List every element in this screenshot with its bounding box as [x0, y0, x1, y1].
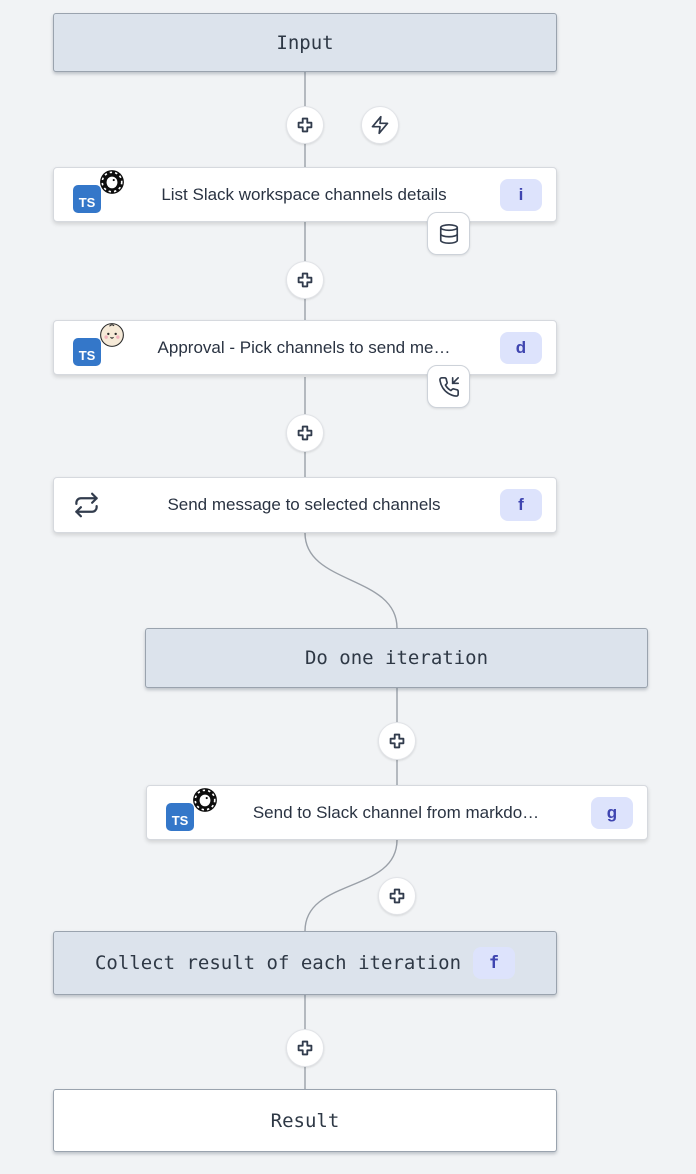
- edge-step3-to-loop: [304, 532, 398, 629]
- step-node-forloop[interactable]: Send message to selected channels f: [53, 477, 557, 533]
- typescript-icon: TS: [166, 803, 194, 831]
- typescript-icon: TS: [73, 338, 101, 366]
- database-icon: [439, 223, 458, 244]
- step-title: Send message to selected channels: [167, 495, 441, 514]
- step-node-list-channels[interactable]: TS List Slack workspace channels details…: [53, 167, 557, 222]
- add-trigger-button[interactable]: [361, 106, 399, 144]
- step-id-badge: f: [500, 489, 542, 521]
- zap-icon: [371, 115, 389, 135]
- cache-indicator: [427, 212, 470, 255]
- typescript-label: TS: [78, 195, 96, 210]
- language-icon-wrap: TS: [73, 170, 124, 213]
- deno-icon: [100, 170, 124, 194]
- loop-iteration-node[interactable]: Do one iteration: [145, 628, 648, 688]
- plus-icon: [389, 888, 405, 904]
- loop-collect-label: Collect result of each iteration: [94, 952, 462, 974]
- add-step-button[interactable]: [378, 877, 416, 915]
- step-title: Send to Slack channel from markdo…: [252, 802, 540, 822]
- step-title: Approval - Pick channels to send me…: [157, 337, 451, 357]
- plus-icon: [297, 1040, 313, 1056]
- phone-incoming-icon: [438, 376, 459, 397]
- typescript-label: TS: [78, 348, 96, 363]
- bun-icon: [100, 323, 124, 347]
- step-title: List Slack workspace channels details: [161, 184, 447, 204]
- input-node[interactable]: Input: [53, 13, 557, 72]
- plus-icon: [297, 425, 313, 441]
- step-node-send-to-slack[interactable]: TS Send to Slack channel from markdo… g: [146, 785, 648, 840]
- add-step-button[interactable]: [378, 722, 416, 760]
- language-icon-wrap: TS: [73, 323, 124, 366]
- loop-id-badge: f: [473, 947, 516, 979]
- plus-icon: [297, 117, 313, 133]
- typescript-icon: TS: [73, 185, 101, 213]
- plus-icon: [297, 272, 313, 288]
- result-node[interactable]: Result: [53, 1089, 557, 1152]
- add-step-button[interactable]: [286, 414, 324, 452]
- plus-icon: [389, 733, 405, 749]
- step-id-badge: i: [500, 178, 542, 211]
- language-icon-wrap: TS: [166, 788, 217, 831]
- result-node-label: Result: [270, 1109, 340, 1132]
- add-step-button[interactable]: [286, 106, 324, 144]
- step-id-badge: d: [500, 331, 542, 364]
- loop-iteration-label: Do one iteration: [304, 647, 489, 669]
- loop-collect-node[interactable]: Collect result of each iteration f: [53, 931, 557, 995]
- edge-step4-to-collect: [304, 839, 398, 932]
- add-step-button[interactable]: [286, 261, 324, 299]
- add-step-button[interactable]: [286, 1029, 324, 1067]
- suspend-indicator: [427, 365, 470, 408]
- input-node-label: Input: [276, 31, 334, 54]
- step-node-approval[interactable]: TS Approval - Pick channels to send me… …: [53, 320, 557, 375]
- step-id-badge: g: [591, 796, 633, 829]
- repeat-icon: [75, 492, 98, 518]
- deno-icon: [193, 788, 217, 812]
- typescript-label: TS: [171, 813, 189, 828]
